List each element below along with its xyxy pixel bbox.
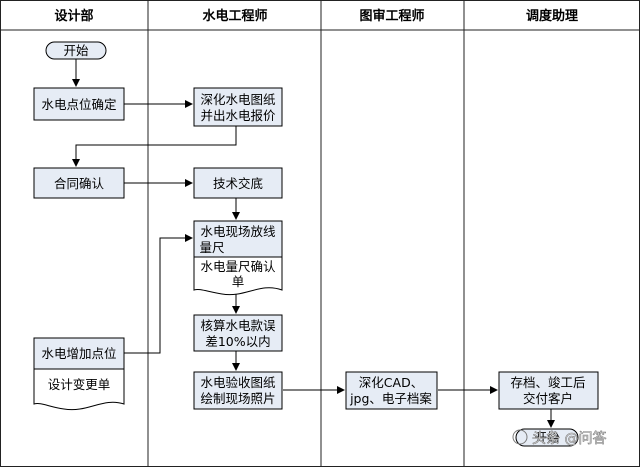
svg-text:jpg、电子档案: jpg、电子档案 xyxy=(349,391,432,406)
svg-text:单: 单 xyxy=(232,274,245,289)
process-deepen-drawings: 深化水电图纸 并出水电报价 xyxy=(193,87,283,127)
process-site-measure: 水电现场放线 量尺 xyxy=(193,220,283,258)
lane-header-dispatch-assistant: 调度助理 xyxy=(526,8,578,24)
document-measure-confirm: 水电量尺确认 单 xyxy=(193,256,283,296)
svg-text:水电量尺确认: 水电量尺确认 xyxy=(200,259,276,274)
end-terminator: 开始 xyxy=(515,428,579,447)
svg-text:存档、竣工后: 存档、竣工后 xyxy=(510,375,585,390)
svg-text:头条 @问答: 头条 @问答 xyxy=(532,430,606,447)
svg-text:开始: 开始 xyxy=(534,430,560,445)
svg-text:水电点位确定: 水电点位确定 xyxy=(41,97,116,112)
process-archive-deliver: 存档、竣工后 交付客户 xyxy=(498,371,599,410)
start-terminator: 开始 xyxy=(45,41,107,60)
svg-text:开始: 开始 xyxy=(63,43,89,58)
svg-text:深化CAD、: 深化CAD、 xyxy=(359,375,423,390)
arrow-deepen-to-contract xyxy=(72,126,237,167)
svg-text:核算水电款误: 核算水电款误 xyxy=(200,318,276,333)
lane-header-plumbing-engineer: 水电工程师 xyxy=(202,8,267,24)
arrow-add-point-to-measure xyxy=(124,234,193,354)
process-contract-confirm: 合同确认 xyxy=(33,167,125,199)
document-design-change: 设计变更单 xyxy=(33,368,125,411)
svg-text:水电现场放线: 水电现场放线 xyxy=(200,224,276,239)
svg-text:交付客户: 交付客户 xyxy=(523,391,573,406)
connectors xyxy=(72,59,555,428)
svg-text:合同确认: 合同确认 xyxy=(54,176,105,191)
process-add-points: 水电增加点位 xyxy=(33,337,125,370)
process-acceptance-drawings: 水电验收图纸 绘制现场照片 xyxy=(193,371,283,410)
process-tech-briefing: 技术交底 xyxy=(193,167,283,199)
svg-text:量尺: 量尺 xyxy=(199,240,224,255)
svg-text:水电增加点位: 水电增加点位 xyxy=(41,346,116,361)
svg-text:差10%以内: 差10%以内 xyxy=(205,334,270,349)
process-point-confirm: 水电点位确定 xyxy=(33,87,125,121)
watermark: 头条 @问答 xyxy=(512,429,607,447)
svg-text:水电验收图纸: 水电验收图纸 xyxy=(200,375,276,390)
svg-text:深化水电图纸: 深化水电图纸 xyxy=(200,92,276,107)
svg-text:技术交底: 技术交底 xyxy=(213,176,263,191)
watermark-logo-icon xyxy=(512,429,528,445)
svg-text:设计变更单: 设计变更单 xyxy=(48,377,111,392)
lane-header-design: 设计部 xyxy=(54,8,93,24)
svg-text:绘制现场照片: 绘制现场照片 xyxy=(200,391,275,406)
lane-header-drawing-review: 图审工程师 xyxy=(359,8,424,24)
svg-text:并出水电报价: 并出水电报价 xyxy=(200,108,276,123)
process-check-payment: 核算水电款误 差10%以内 xyxy=(193,314,283,352)
process-deepen-cad: 深化CAD、 jpg、电子档案 xyxy=(345,371,438,410)
